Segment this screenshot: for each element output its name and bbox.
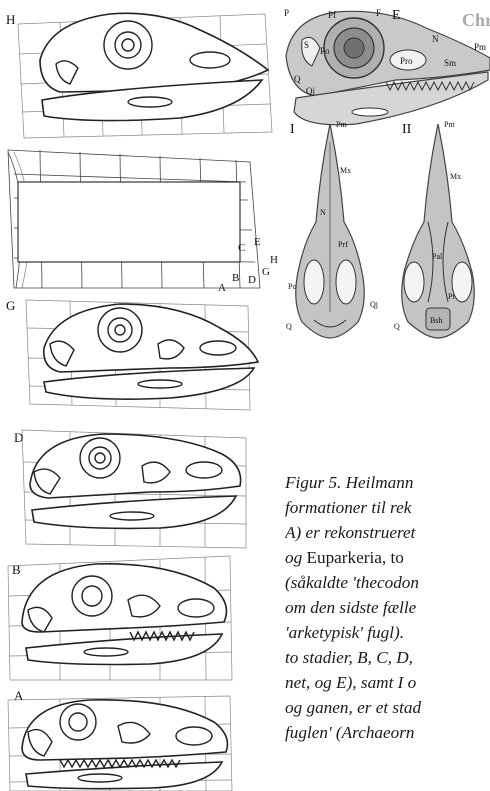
panel-i-label-pm: Pm: [336, 120, 347, 129]
panel-ii-label-pal: Pal: [432, 252, 442, 261]
panel-i-label-n: N: [320, 208, 326, 217]
grid-letter-h: H: [270, 254, 278, 266]
panel-ii-label-pt: Pt: [448, 292, 455, 301]
panel-e-label-po: Po: [320, 46, 330, 56]
panel-i: I Pm Mx N Prf Po Q Qj: [280, 112, 380, 346]
caption-line: 'arketypisk' fugl).: [285, 620, 490, 645]
skull-ii-drawing: [388, 112, 490, 346]
panel-e-label-q: Q: [294, 74, 301, 84]
panel-ii-label-mx: Mx: [450, 172, 461, 181]
skull-i-drawing: [280, 112, 380, 346]
panel-ii-label-q: Q: [394, 322, 400, 331]
panel-e-label-e: E: [392, 8, 401, 24]
panel-i-label-qj: Qj: [370, 300, 378, 309]
panel-e-label-p: P: [284, 8, 289, 18]
panel-i-label-q: Q: [286, 322, 292, 331]
figure-caption: Figur 5. Heilmann formationer til rek A)…: [285, 470, 490, 791]
caption-line: og Euparkeria, to: [285, 545, 490, 570]
panel-e-label-n: N: [432, 34, 439, 44]
grid-letter-b: B: [232, 272, 239, 284]
panel-g: G: [0, 288, 285, 418]
caption-line: fuglen' (Archaeorn: [285, 720, 490, 745]
panel-transformation-grid: C E H B D G A: [0, 138, 285, 298]
panel-ii: II Pm Mx Pal Pt Bsh Q: [388, 112, 490, 346]
caption-line: (såkaldte 'thecodon: [285, 570, 490, 595]
caption-line: A) er rekonstrueret: [285, 520, 490, 545]
panel-b: B: [0, 552, 285, 682]
grid-letter-d: D: [248, 274, 256, 286]
panel-e-label-pm: Pm: [474, 42, 486, 52]
grid-letter-g: G: [262, 266, 270, 278]
caption-line: to stadier, B, C, D,: [285, 645, 490, 670]
panel-ii-label-bsh: Bsh: [430, 316, 442, 325]
caption-line: formationer til rek: [285, 495, 490, 520]
panel-i-label-prf: Prf: [338, 240, 348, 249]
panel-e-label-pf: Pf: [328, 10, 336, 20]
skull-g-drawing: [0, 288, 285, 418]
grid-letter-e: E: [254, 236, 261, 248]
panel-h: H: [0, 0, 285, 135]
skull-b-drawing: [0, 552, 285, 682]
panel-d: D: [0, 420, 285, 550]
skull-h-drawing: [0, 0, 285, 135]
panel-i-label-mx: Mx: [340, 166, 351, 175]
panel-ii-label-pm: Pm: [444, 120, 455, 129]
caption-line: net, og E), samt I o: [285, 670, 490, 695]
panel-i-label-po: Po: [288, 282, 296, 291]
stamp-text: Chr: [462, 10, 490, 31]
transformation-grid-drawing: [0, 138, 285, 298]
panel-e-label-f: F: [376, 8, 381, 18]
caption-line: om den sidste fælle: [285, 595, 490, 620]
skull-a-drawing: [0, 682, 285, 791]
panel-e-label-s: S: [304, 40, 309, 50]
skull-d-drawing: [0, 420, 285, 550]
panel-e-label-qj: Qj: [306, 86, 315, 96]
grid-letter-c: C: [238, 242, 245, 254]
panel-e-label-sm: Sm: [444, 58, 456, 68]
panel-a: A: [0, 682, 285, 791]
caption-line: og ganen, er et stad: [285, 695, 490, 720]
caption-line: Figur 5. Heilmann: [285, 470, 490, 495]
panel-e-label-pro: Pro: [400, 56, 413, 66]
